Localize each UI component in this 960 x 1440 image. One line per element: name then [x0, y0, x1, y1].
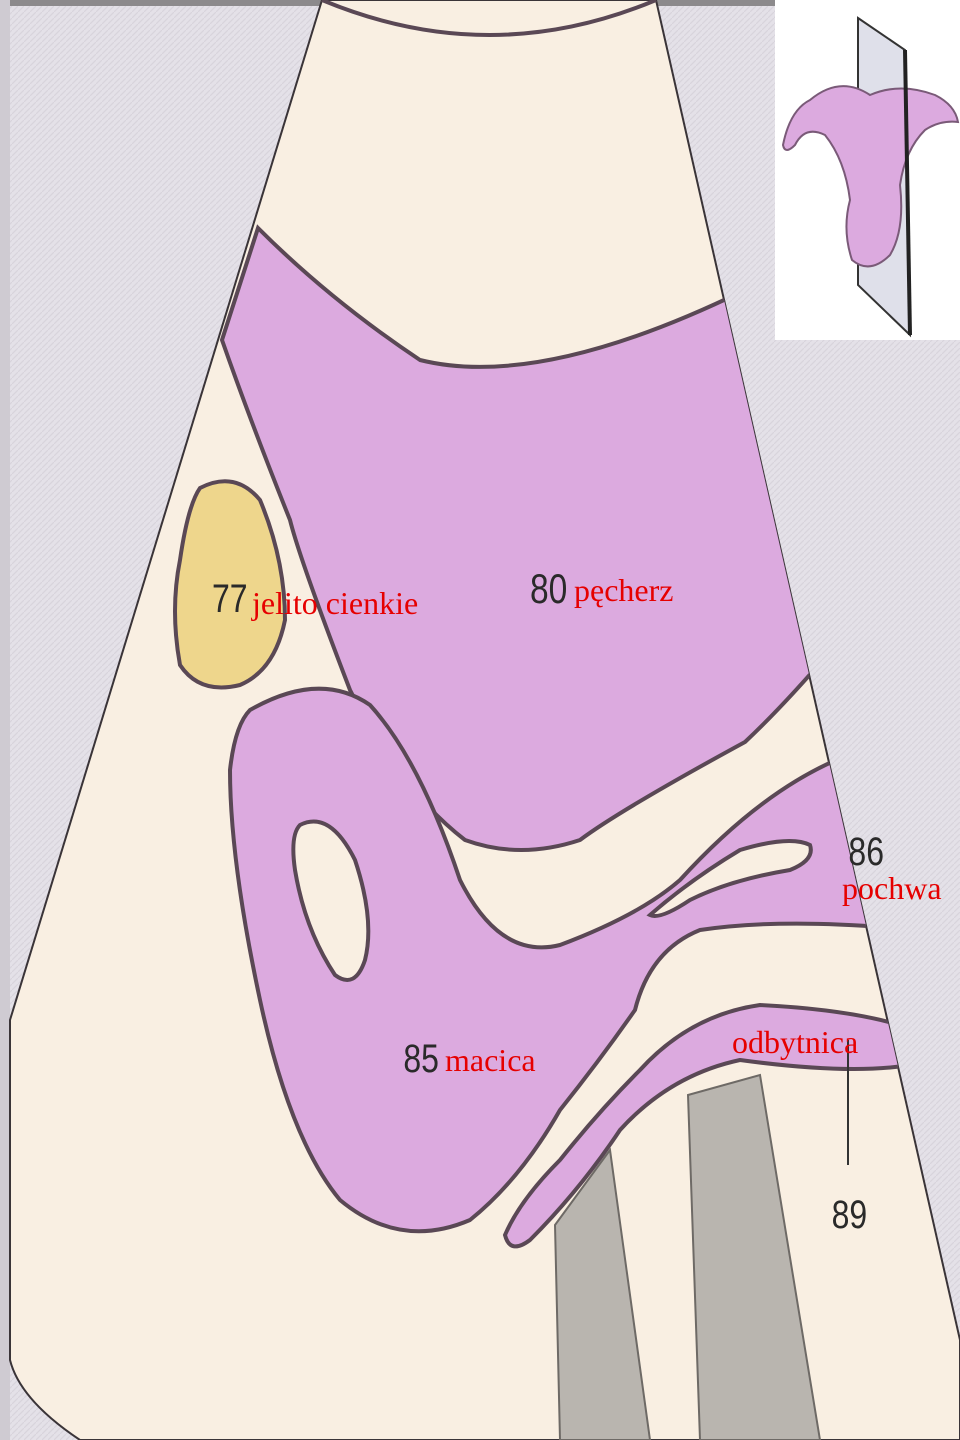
- structure-number-vagina: 86: [848, 829, 884, 874]
- label-uterus: macica: [445, 1042, 536, 1078]
- left-border: [0, 0, 10, 1440]
- label-bladder: pęcherz: [574, 572, 673, 608]
- structure-number-bladder: 80: [530, 567, 567, 613]
- label-rectum: odbytnica: [732, 1024, 858, 1060]
- structure-number-uterus: 85: [403, 1036, 439, 1081]
- uterus-section-plane-icon: [775, 0, 960, 340]
- label-small-intestine: jelito cienkie: [251, 585, 418, 621]
- structure-number-small-intestine: 77: [212, 576, 248, 621]
- label-vagina: pochwa: [842, 870, 942, 906]
- structure-number-rectum: 89: [832, 1192, 868, 1237]
